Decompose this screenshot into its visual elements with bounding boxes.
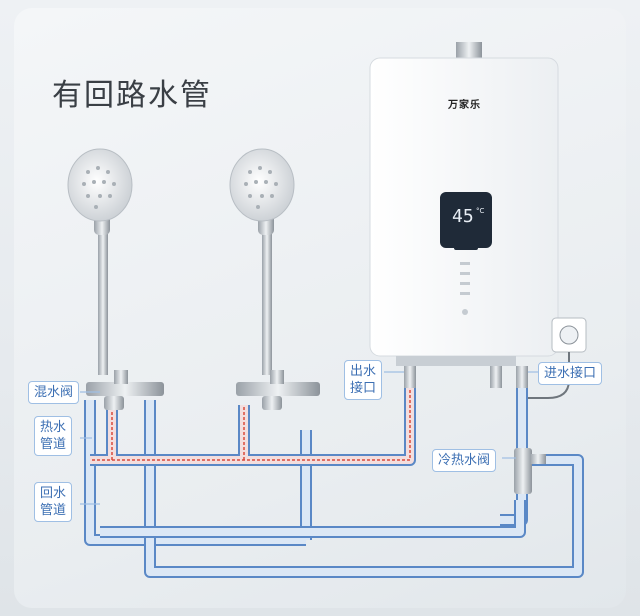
temperature-unit: °C [476, 207, 485, 215]
cold-pipe-network [84, 385, 584, 578]
label-hot-pipe: 热水 管道 [34, 416, 73, 456]
label-return-pipe: 回水 管道 [34, 482, 73, 522]
shower-head-icon [229, 148, 295, 375]
shower-head-icon [67, 148, 133, 375]
heater-brand-logo: 万家乐 [448, 100, 481, 111]
valve-icon [514, 448, 546, 494]
label-mixing-valve: 混水阀 [28, 381, 80, 404]
mixing-valve-1 [86, 370, 164, 410]
label-hot-cold-valve: 冷热水阀 [432, 449, 497, 472]
temperature-display: 45 [452, 206, 474, 227]
water-heater-icon [369, 42, 559, 388]
label-outlet: 出水 接口 [344, 360, 383, 400]
page-title: 有回路水管 [52, 78, 212, 113]
label-inlet: 进水接口 [538, 362, 603, 385]
mixing-valve-2 [236, 370, 320, 410]
hot-pipe-network [90, 385, 416, 466]
label-leaders [80, 371, 538, 505]
